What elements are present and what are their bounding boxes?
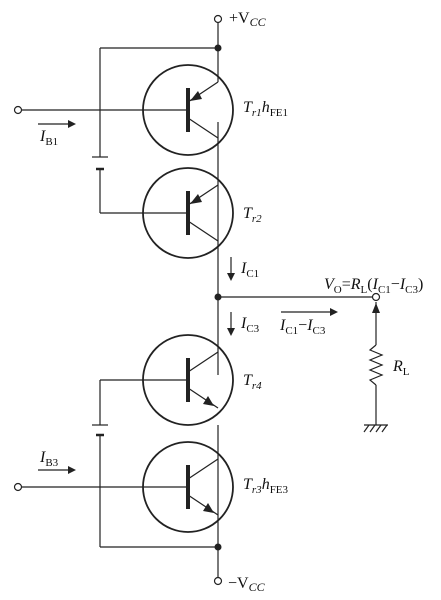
transistor-tr2 [142, 167, 234, 259]
resistor-rl [368, 344, 384, 386]
emitter-arrow-tr3 [203, 503, 214, 513]
terminal-input-ib3 [13, 482, 23, 492]
ground-symbol [363, 424, 388, 433]
label-ib3: IB3 [39, 449, 59, 469]
transistor-tr4 [142, 334, 234, 426]
battery-upper [92, 156, 108, 171]
arrow-ib3 [38, 466, 76, 474]
label-tr2: Tr2 [243, 205, 262, 225]
arrow-ic-diff [281, 308, 338, 316]
arrow-vo [372, 303, 380, 313]
junction-dot [214, 44, 222, 52]
label-vcc-neg: −VCC [228, 575, 266, 594]
label-ic1: IC1 [240, 260, 259, 280]
terminal-output [371, 292, 381, 302]
label-ib1: IB1 [39, 128, 58, 148]
label-vcc-pos: +VCC [229, 10, 267, 29]
label-tr4: Tr4 [243, 372, 262, 392]
emitter-arrow-tr4 [203, 396, 214, 406]
emitter-arrow-tr2 [190, 194, 202, 204]
transistor-tr3 [142, 441, 234, 533]
arrow-ic1 [227, 257, 235, 281]
label-tr3: Tr3hFE3 [243, 476, 289, 496]
label-ic3: IC3 [240, 315, 260, 335]
battery-lower [92, 424, 108, 437]
label-tr1: Tr1hFE1 [243, 99, 288, 119]
terminal-vcc-neg [213, 576, 223, 586]
terminal-vcc-pos [213, 14, 223, 24]
terminal-input-ib1 [13, 105, 23, 115]
arrow-ib1 [38, 120, 76, 128]
label-vo: VO=RL(IC1−IC3) [324, 276, 423, 296]
junction-dot [214, 293, 222, 301]
junction-dot [214, 543, 222, 551]
label-ic-diff: IC1−IC3 [279, 317, 326, 337]
emitter-arrow-tr1 [190, 91, 202, 101]
arrow-ic3 [227, 312, 235, 336]
label-rl: RL [392, 358, 410, 378]
transistor-tr1 [142, 64, 234, 156]
